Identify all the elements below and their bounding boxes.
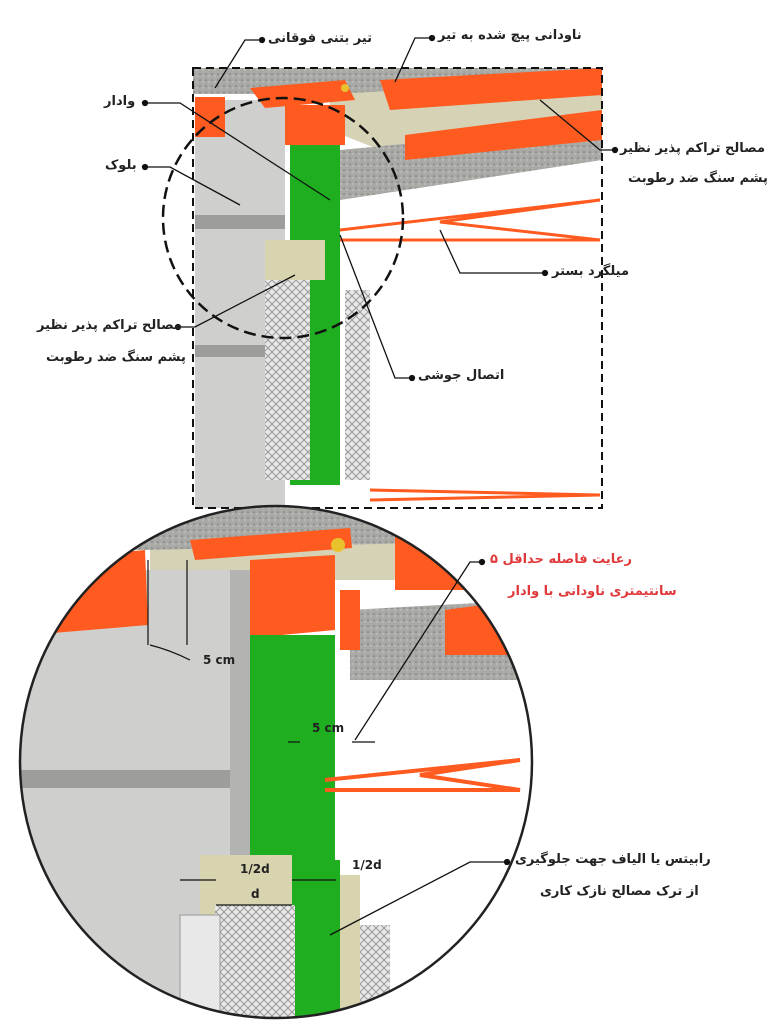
dim-half-d-right: 1/2d — [352, 858, 382, 872]
label-weld: اتصال جوشی — [418, 368, 505, 383]
label-mesh-2: از ترک مصالح نازک کاری — [540, 884, 699, 899]
label-wool-right-1: مصالح تراکم پذیر نظیر — [620, 141, 766, 156]
top-detail-view — [193, 68, 602, 508]
label-wool-left-2: پشم سنگ ضد رطوبت — [46, 350, 186, 365]
wool-filler — [265, 240, 325, 280]
dim-block-gap: 5 cm — [203, 653, 236, 667]
leader-lines — [141, 34, 619, 936]
label-channel: ناودانی پیچ شده به تیر — [438, 28, 582, 43]
label-wool-left-1: مصالح تراکم پذیر نظیر — [37, 318, 183, 333]
label-stud: وادار — [104, 94, 136, 109]
magnifier-circle — [18, 504, 534, 1020]
detail-callout-circle — [161, 96, 405, 340]
dim-d: d — [251, 887, 260, 901]
dim-stud-gap: 5 cm — [312, 721, 345, 735]
channel-lower — [405, 110, 602, 160]
label-mesh-1: رابیتس یا الیاف جهت جلوگیری — [515, 852, 711, 867]
magnified-detail-view — [20, 506, 532, 1018]
channel-top — [380, 68, 602, 110]
note-min-gap-2: سانتیمتری ناودانی با وادار — [508, 584, 677, 599]
label-bed-rebar: میلگرد بستر — [552, 264, 630, 279]
dim-half-d-left: 1/2d — [240, 862, 270, 876]
label-upper-beam: تیر بتنی فوقانی — [268, 31, 373, 46]
note-min-gap-1: رعایت فاصله حداقل ۵ — [490, 552, 632, 567]
label-wool-right-2: پشم سنگ ضد رطوبت — [628, 171, 768, 186]
label-block: بلوک — [105, 158, 137, 173]
bed-rebar — [339, 198, 601, 242]
